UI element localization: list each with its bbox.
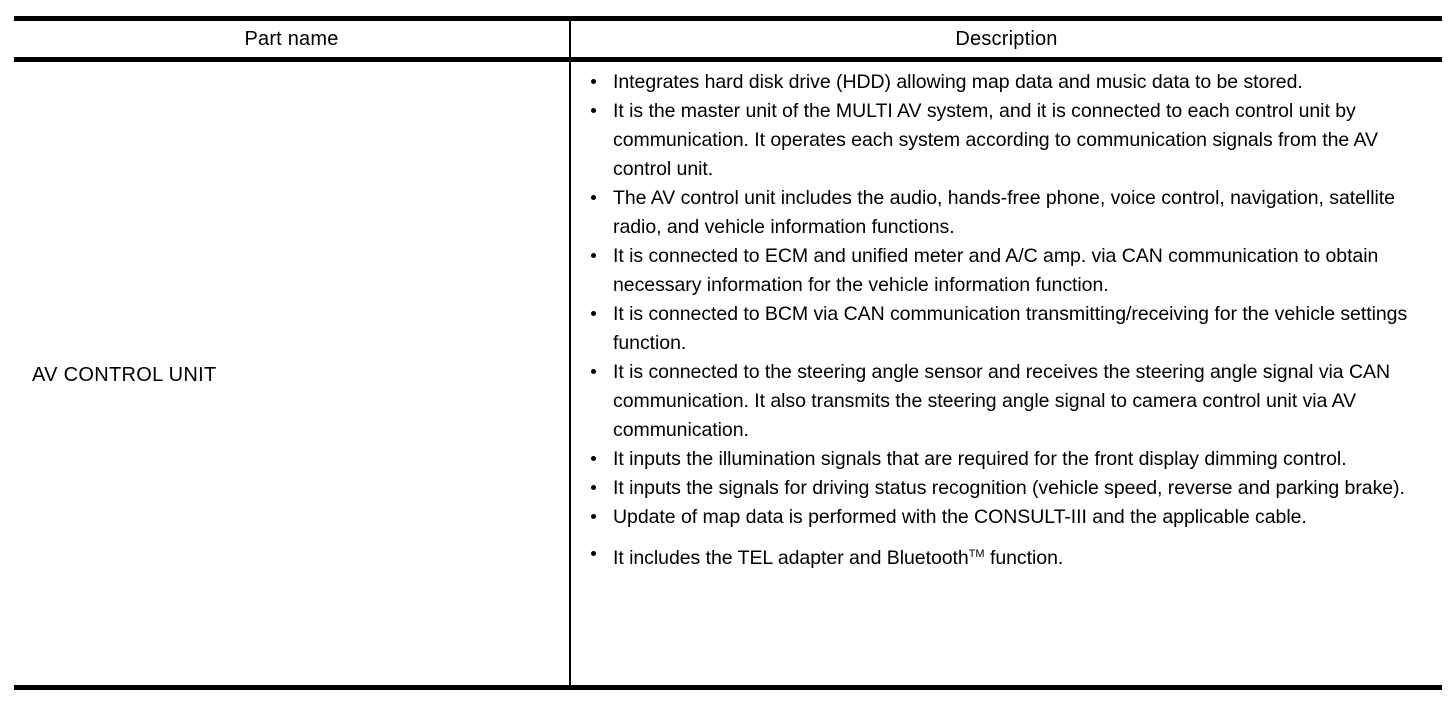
list-item-text-prefix: It includes the TEL adapter and Bluetoot… <box>613 547 969 569</box>
bullet-marker-icon <box>591 485 596 490</box>
cell-part-name: AV CONTROL UNIT <box>32 364 217 386</box>
bullet-marker-icon <box>591 551 596 556</box>
list-item: The AV control unit includes the audio, … <box>589 184 1427 242</box>
list-item: It is the master unit of the MULTI AV sy… <box>589 97 1427 184</box>
trademark-symbol: TM <box>968 548 985 560</box>
table-header-rule <box>14 57 1442 62</box>
column-header-part-name: Part name <box>244 28 339 50</box>
list-item-text: Update of map data is performed with the… <box>613 506 1307 528</box>
table-column-divider <box>569 16 571 690</box>
bullet-marker-icon <box>591 311 596 316</box>
list-item-text: It is connected to the steering angle se… <box>613 361 1390 441</box>
cell-description-bullet-list: Integrates hard disk drive (HDD) allowin… <box>589 68 1427 573</box>
list-item-text: It inputs the signals for driving status… <box>613 477 1405 499</box>
list-item: It inputs the illumination signals that … <box>589 445 1427 474</box>
bullet-marker-icon <box>591 514 596 519</box>
list-item-text-suffix: function. <box>984 547 1064 569</box>
bullet-marker-icon <box>591 369 596 374</box>
list-item: It is connected to ECM and unified meter… <box>589 242 1427 300</box>
list-item-text: The AV control unit includes the audio, … <box>613 187 1395 238</box>
list-item-text: Integrates hard disk drive (HDD) allowin… <box>613 71 1303 93</box>
list-item: Update of map data is performed with the… <box>589 503 1427 532</box>
bullet-marker-icon <box>591 456 596 461</box>
list-item: It is connected to the steering angle se… <box>589 358 1427 445</box>
list-item: It includes the TEL adapter and Bluetoot… <box>589 540 1427 573</box>
list-item: It is connected to BCM via CAN communica… <box>589 300 1427 358</box>
bullet-marker-icon <box>591 79 596 84</box>
list-item-text: It is connected to BCM via CAN communica… <box>613 303 1408 354</box>
list-item-text: It is the master unit of the MULTI AV sy… <box>613 100 1378 180</box>
column-header-description: Description <box>955 28 1058 50</box>
table-top-rule <box>14 16 1442 21</box>
list-item-text: It is connected to ECM and unified meter… <box>613 245 1379 296</box>
list-item-text: It inputs the illumination signals that … <box>613 448 1347 470</box>
bullet-marker-icon <box>591 195 596 200</box>
bullet-marker-icon <box>591 108 596 113</box>
list-item: Integrates hard disk drive (HDD) allowin… <box>589 68 1427 97</box>
table-bottom-rule <box>14 685 1442 690</box>
bullet-marker-icon <box>591 253 596 258</box>
list-item: It inputs the signals for driving status… <box>589 474 1427 503</box>
